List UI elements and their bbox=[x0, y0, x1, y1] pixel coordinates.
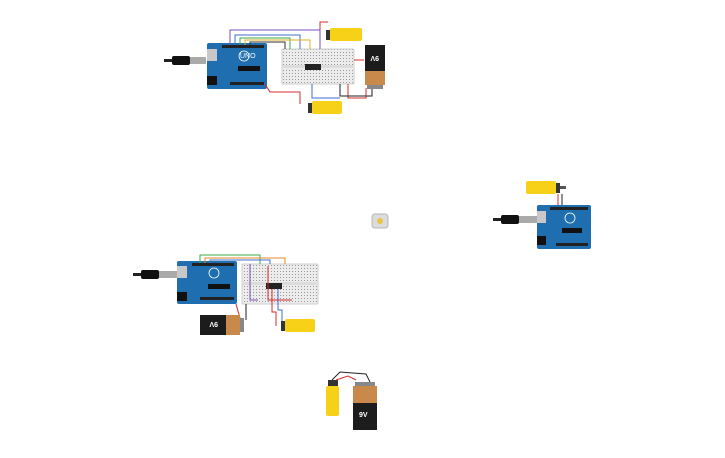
usb-cable[interactable] bbox=[133, 270, 177, 279]
dc-motor[interactable] bbox=[326, 380, 339, 416]
battery-label: 9V bbox=[359, 412, 368, 419]
dc-motor[interactable] bbox=[526, 181, 566, 194]
usb-cable[interactable] bbox=[493, 215, 537, 224]
wires[interactable] bbox=[331, 371, 371, 383]
wires[interactable] bbox=[229, 21, 373, 104]
breadboard[interactable] bbox=[281, 48, 355, 85]
dc-motor[interactable] bbox=[308, 101, 342, 114]
arduino-uno-board[interactable] bbox=[177, 261, 237, 304]
small-motor[interactable] bbox=[371, 213, 389, 229]
circuit-middle[interactable]: 9V bbox=[133, 254, 319, 335]
circuit-right[interactable] bbox=[493, 181, 591, 249]
dc-motor[interactable] bbox=[326, 28, 362, 41]
motor-driver-chip bbox=[305, 64, 321, 70]
battery-9v[interactable]: 9V bbox=[353, 382, 377, 430]
battery-9v[interactable]: 9V bbox=[365, 45, 385, 89]
breadboard[interactable] bbox=[241, 263, 319, 305]
dc-motor[interactable] bbox=[281, 319, 315, 332]
battery-label: 9V bbox=[209, 320, 218, 327]
circuit-top[interactable]: UNO bbox=[164, 21, 385, 114]
svg-text:UNO: UNO bbox=[240, 53, 256, 60]
circuit-bottom[interactable]: 9V bbox=[326, 371, 377, 430]
battery-label: 9V bbox=[370, 54, 379, 61]
usb-cable[interactable] bbox=[164, 56, 206, 65]
arduino-uno-board[interactable]: UNO bbox=[207, 43, 267, 89]
wires[interactable] bbox=[557, 194, 563, 205]
battery-9v[interactable]: 9V bbox=[200, 315, 244, 335]
motor-driver-chip bbox=[266, 283, 282, 289]
wires[interactable] bbox=[199, 254, 292, 330]
arduino-uno-board[interactable] bbox=[537, 205, 591, 249]
